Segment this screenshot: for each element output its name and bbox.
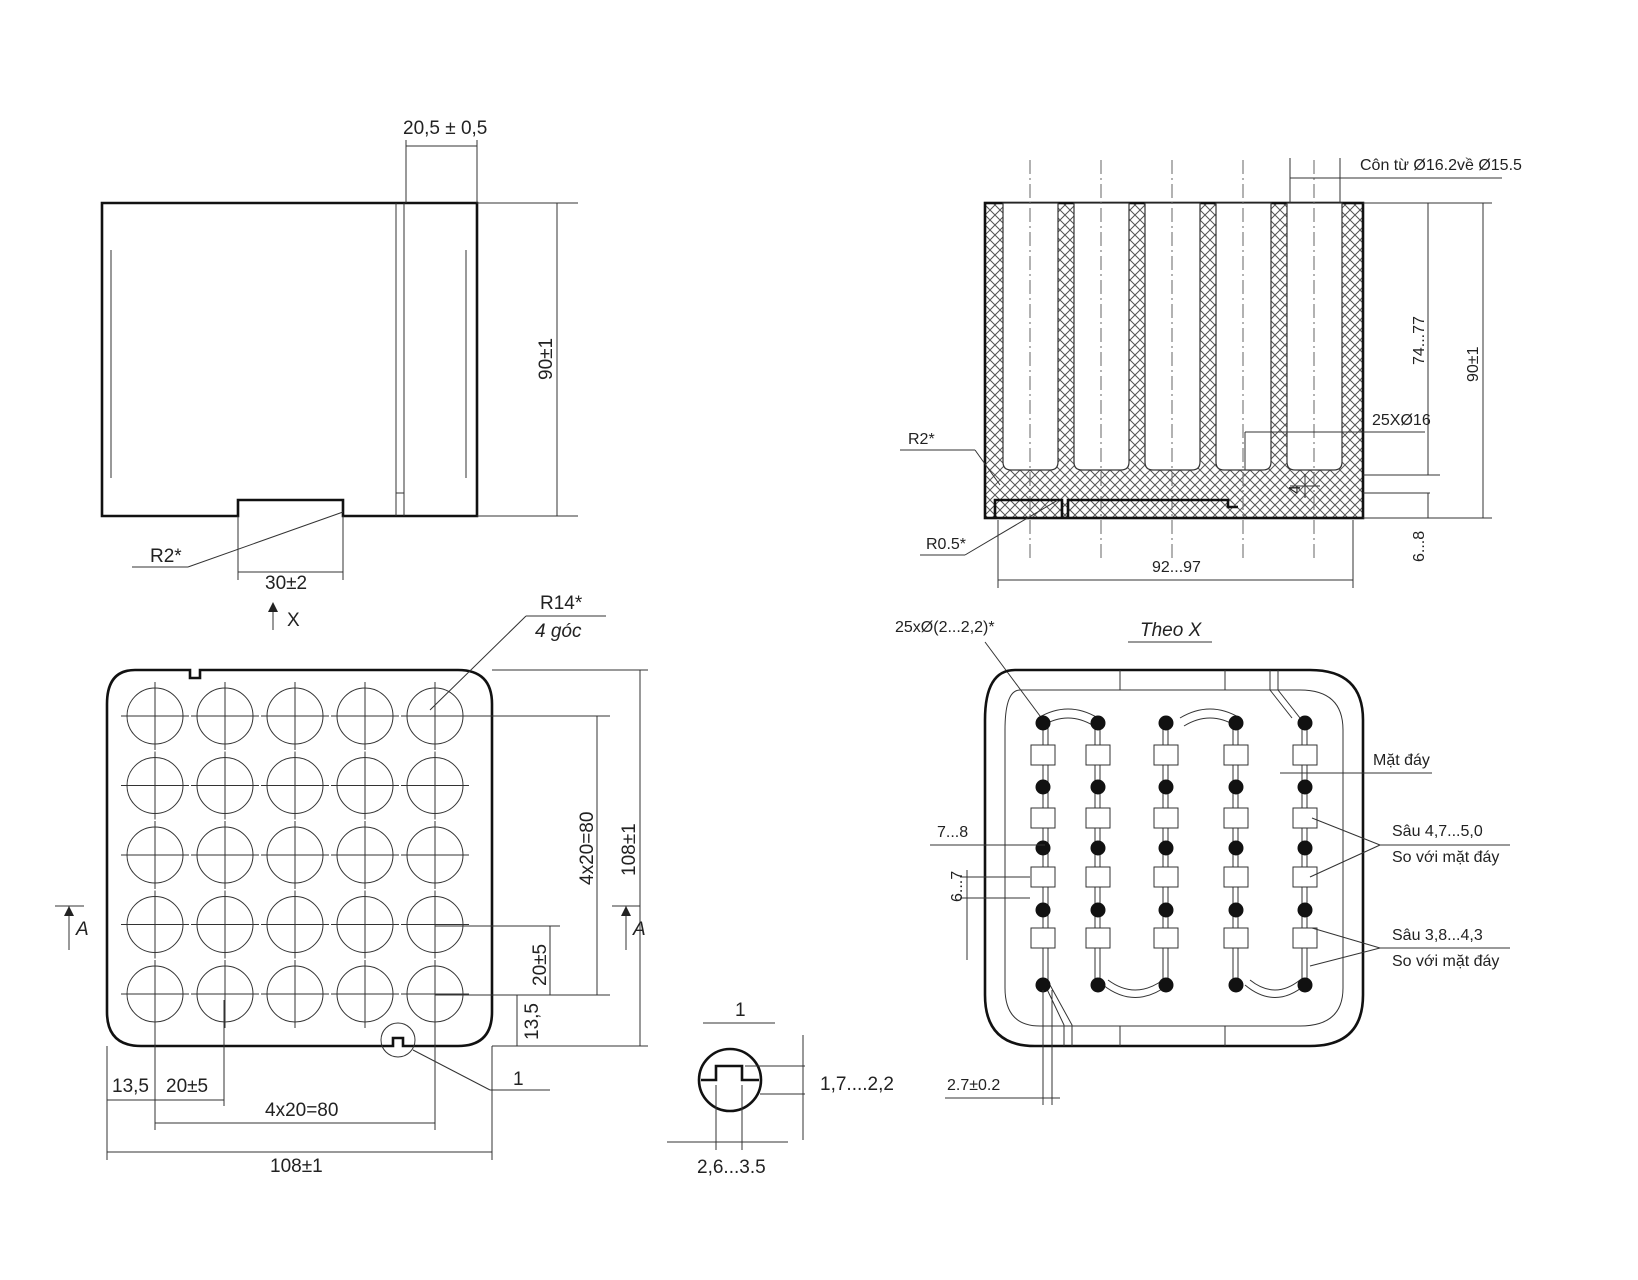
section-r05-label: R0.5* xyxy=(926,536,966,553)
bottom-hole xyxy=(1228,840,1244,856)
front-width-label: 20,5 ± 0,5 xyxy=(403,118,487,139)
bottom-hole xyxy=(1228,977,1244,993)
pitch-h2-label: 20±5 xyxy=(166,1076,208,1097)
bottom-hole xyxy=(1158,779,1174,795)
small-holes-label: 25xØ(2...2,2)* xyxy=(895,619,995,636)
section-mark-left: A xyxy=(75,919,89,940)
bottom-pad xyxy=(1153,866,1179,888)
bottom-hole xyxy=(1297,715,1313,731)
bottom-hole xyxy=(1035,840,1051,856)
edge-v-label: 13,5 xyxy=(522,1003,543,1040)
section-width-label: 92...97 xyxy=(1152,559,1201,576)
bottom-hole xyxy=(1035,715,1051,731)
corner-note-label: 4 góc xyxy=(535,621,582,642)
bottom-hole xyxy=(1090,977,1106,993)
bottom-hole xyxy=(1297,779,1313,795)
bottom-hole xyxy=(1228,902,1244,918)
base-label: 6...8 xyxy=(1411,531,1428,562)
channel-label: 2.7±0.2 xyxy=(947,1077,1000,1094)
bottom-hole xyxy=(1035,779,1051,795)
bottom-hole xyxy=(1228,715,1244,731)
detail-title: 1 xyxy=(735,1000,746,1021)
bottom-pad xyxy=(1153,807,1179,829)
bottom-pad xyxy=(1030,866,1056,888)
bottom-pad xyxy=(1223,744,1249,766)
edge-h-label: 13,5 xyxy=(112,1076,149,1097)
bottom-hole xyxy=(1158,977,1174,993)
bottom-pad xyxy=(1223,866,1249,888)
bottom-hole xyxy=(1297,902,1313,918)
section-view: Côn từ Ø16.2về Ø15.5 74...77 90±1 25XØ16… xyxy=(900,157,1522,588)
size-v-label: 108±1 xyxy=(619,823,640,876)
top-outline xyxy=(105,668,494,1048)
bottom-pad xyxy=(1223,807,1249,829)
bottom-face-label: Mặt đáy xyxy=(1373,752,1430,769)
bottom-hole xyxy=(1297,977,1313,993)
holes-label: 25XØ16 xyxy=(1372,412,1431,429)
bottom-hole xyxy=(1090,779,1106,795)
bottom-hole xyxy=(1228,779,1244,795)
bottom-grid xyxy=(1030,715,1318,993)
gap-h-label: 7...8 xyxy=(937,824,968,841)
bottom-pad xyxy=(1292,807,1318,829)
bottom-hole xyxy=(1158,902,1174,918)
bottom-hole xyxy=(1158,840,1174,856)
bottom-pad xyxy=(1153,927,1179,949)
bottom-view: 25xØ(2...2,2)* Theo X Mặt đáy Sâu 4,7...… xyxy=(895,619,1510,1105)
section-r2-label: R2* xyxy=(908,431,935,448)
bottom-pad xyxy=(1292,927,1318,949)
bottom-hole xyxy=(1035,902,1051,918)
detail-ref-label: 1 xyxy=(513,1069,524,1090)
front-radius-label: R2* xyxy=(150,546,182,567)
bottom-pad xyxy=(1030,927,1056,949)
front-view: 20,5 ± 0,5 90±1 R2* 30±2 X xyxy=(100,118,578,631)
bottom-pad xyxy=(1030,744,1056,766)
bottom-pad xyxy=(1085,927,1111,949)
bottom-hole xyxy=(1035,977,1051,993)
view-x-label: X xyxy=(287,610,300,631)
front-notch-label: 30±2 xyxy=(265,573,307,594)
bottom-pad xyxy=(1085,807,1111,829)
bottom-hole xyxy=(1297,840,1313,856)
front-height-label: 90±1 xyxy=(536,338,557,380)
top-holes xyxy=(121,682,469,1028)
bottom-step-label: 4 xyxy=(1287,485,1304,494)
bottom-pad xyxy=(1085,744,1111,766)
gap-v-label: 6...7 xyxy=(949,871,966,902)
bottom-title: Theo X xyxy=(1140,620,1203,641)
section-center-lines xyxy=(1029,160,1315,560)
bottom-pad xyxy=(1223,927,1249,949)
corner-radius-label: R14* xyxy=(540,593,583,614)
depth-a1-label: Sâu 4,7...5,0 xyxy=(1392,823,1483,840)
depth-label: 74...77 xyxy=(1411,316,1428,365)
bottom-pad xyxy=(1153,744,1179,766)
section-mark-right: A xyxy=(632,919,646,940)
pitch-v-label: 4x20=80 xyxy=(577,812,598,885)
bottom-pad xyxy=(1292,866,1318,888)
pitch-h-label: 4x20=80 xyxy=(265,1100,338,1121)
detail-view: 1 1,7....2,2 2,6...3.5 xyxy=(667,1000,894,1178)
bottom-hole xyxy=(1090,715,1106,731)
detail-depth-label: 1,7....2,2 xyxy=(820,1074,894,1095)
bottom-pad xyxy=(1292,744,1318,766)
bottom-pad xyxy=(1030,807,1056,829)
bottom-hole xyxy=(1158,715,1174,731)
bottom-hole xyxy=(1090,840,1106,856)
bottom-hole xyxy=(1090,902,1106,918)
bottom-pad xyxy=(1085,866,1111,888)
top-view: R14* 4 góc 4x20=80 108±1 20±5 13,5 A A 1 xyxy=(55,593,648,1177)
section-height-label: 90±1 xyxy=(1465,346,1482,382)
depth-b2-label: So với mặt đáy xyxy=(1392,953,1499,970)
taper-label: Côn từ Ø16.2về Ø15.5 xyxy=(1360,157,1522,174)
depth-a2-label: So với mặt đáy xyxy=(1392,849,1499,866)
pitch-v2-label: 20±5 xyxy=(530,944,551,986)
front-outline xyxy=(100,201,479,518)
depth-b1-label: Sâu 3,8...4,3 xyxy=(1392,927,1483,944)
detail-width-label: 2,6...3.5 xyxy=(697,1157,766,1178)
size-h-label: 108±1 xyxy=(270,1156,323,1177)
